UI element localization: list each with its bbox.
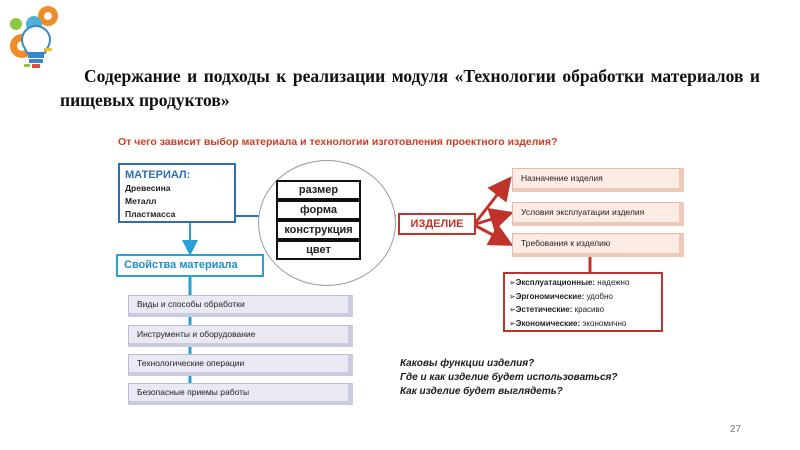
guiding-question: Где и как изделие будет использоваться? — [400, 372, 618, 383]
product-aspect: Условия эксплуатации изделия — [512, 202, 684, 226]
slide-title: Содержание и подходы к реализации модуля… — [60, 66, 760, 110]
processing-item: Инструменты и оборудование — [128, 325, 353, 347]
requirement-line: ➢Эксплуатационные: надежно — [509, 278, 630, 287]
lightbulb-gears-logo-icon — [4, 2, 68, 74]
requirement-label: Эстетические: — [515, 305, 573, 314]
guiding-question: Каковы функции изделия? — [400, 358, 535, 369]
product-aspect: Назначение изделия — [512, 168, 684, 192]
material-item: Металл — [125, 196, 157, 206]
page-number: 27 — [730, 424, 742, 435]
product-box: ИЗДЕЛИЕ — [398, 213, 476, 235]
product-aspect: Требования к изделию — [512, 233, 684, 257]
requirement-value: удобно — [586, 291, 613, 301]
material-properties-box: Свойства материала — [116, 254, 264, 277]
requirement-line: ➢Экономические: экономично — [509, 318, 627, 328]
diagram-question: От чего зависит выбор материала и технол… — [118, 136, 558, 148]
material-title: МАТЕРИАЛ: — [125, 169, 191, 181]
parameter-box: цвет — [276, 240, 361, 260]
processing-item: Виды и способы обработки — [128, 295, 353, 317]
processing-item: Безопасные приемы работы — [128, 383, 353, 405]
requirement-line: ➢Эргономические: удобно — [509, 291, 613, 301]
processing-item: Технологические операции — [128, 354, 353, 376]
parameter-box: размер — [276, 180, 361, 200]
material-box: МАТЕРИАЛ: Древесина Металл Пластмасса — [118, 163, 236, 223]
requirement-label: Экономические: — [515, 318, 581, 328]
requirement-label: Эргономические: — [515, 291, 585, 301]
requirements-box: ➢Эксплуатационные: надежно ➢Эргономическ… — [503, 272, 663, 332]
guiding-questions: Каковы функции изделия? Где и как издели… — [400, 357, 618, 399]
material-item: Древесина — [125, 183, 171, 193]
requirement-value: экономично — [582, 318, 627, 328]
parameter-box: форма — [276, 200, 361, 220]
requirement-value: красиво — [574, 305, 605, 314]
parameter-box: конструкция — [276, 220, 361, 240]
requirement-label: Эксплуатационные: — [515, 278, 596, 287]
material-item: Пластмасса — [125, 209, 176, 219]
guiding-question: Как изделие будет выглядеть? — [400, 386, 563, 397]
requirement-line: ➢Эстетические: красиво — [509, 305, 605, 314]
requirement-value: надежно — [597, 278, 630, 287]
